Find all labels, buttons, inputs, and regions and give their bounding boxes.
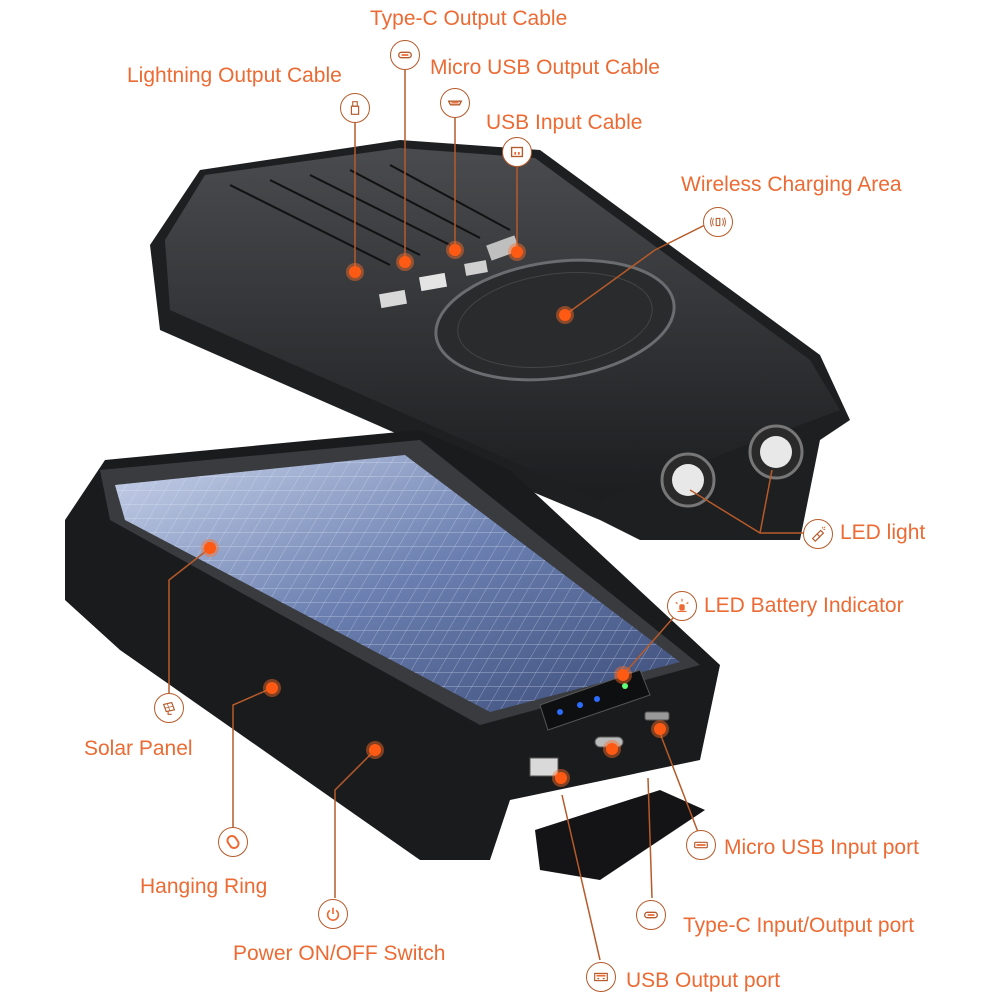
- micro-usb-port-marker: [654, 723, 666, 735]
- power-bank-back: [150, 140, 850, 540]
- type-c-io-port-label: Type-C Input/Output port: [683, 914, 915, 937]
- type-c-cable-marker: [399, 256, 411, 268]
- rubber-port-cover: [535, 790, 705, 880]
- usb-cable-marker: [511, 246, 523, 258]
- micro-usb-input-port-label: Micro USB Input port: [724, 836, 919, 859]
- led-light-label: LED light: [840, 521, 926, 544]
- wireless-charging-area-label: Wireless Charging Area: [681, 173, 902, 196]
- hanging-ring-marker: [266, 682, 278, 694]
- power-switch-label: Power ON/OFF Switch: [233, 942, 446, 965]
- solar-panel-label: Solar Panel: [84, 737, 193, 760]
- solar-panel-marker: [204, 542, 216, 554]
- micro-usb-connector: [464, 260, 488, 276]
- carabiner-icon: [218, 827, 248, 857]
- type-c-connector: [418, 272, 448, 292]
- lightning-cable-marker: [349, 266, 361, 278]
- type-c-icon: [390, 40, 420, 70]
- type-c-output-cable-label: Type-C Output Cable: [370, 7, 568, 30]
- micro-usb-port-icon: [686, 830, 716, 860]
- power-switch-marker: [369, 744, 381, 756]
- led-battery-indicator-label: LED Battery Indicator: [704, 594, 904, 617]
- solar-panel-icon: [154, 693, 184, 723]
- micro-usb-port: [644, 711, 670, 721]
- usb-output-port-icon: [586, 962, 616, 992]
- usb-port-marker: [555, 772, 567, 784]
- micro-usb-output-cable-label: Micro USB Output Cable: [430, 56, 660, 79]
- battery-indicator-marker: [617, 669, 629, 681]
- leader-lines: [168, 70, 805, 961]
- indicator-lamp-icon: [667, 591, 697, 621]
- power-bank-front: [65, 430, 720, 880]
- flashlight-icon: [803, 519, 833, 549]
- lightning-output-cable-label: Lightning Output Cable: [127, 64, 342, 87]
- micro-usb-icon: [440, 88, 470, 118]
- micro-usb-cable-marker: [449, 244, 461, 256]
- type-c-port-icon: [636, 900, 666, 930]
- lightning-connector: [378, 289, 408, 309]
- power-icon: [318, 899, 348, 929]
- usb-connector: [486, 235, 520, 261]
- usb-output-port-label: USB Output port: [626, 969, 781, 992]
- usb-output-port: [529, 757, 559, 777]
- wireless-charging-icon: [703, 207, 733, 237]
- type-c-port-marker: [606, 743, 618, 755]
- usb-a-icon: [502, 137, 532, 167]
- lightning-connector-icon: [340, 93, 370, 123]
- wireless-pad-marker: [559, 309, 571, 321]
- hanging-ring-label: Hanging Ring: [140, 875, 268, 898]
- usb-input-cable-label: USB Input Cable: [486, 111, 643, 134]
